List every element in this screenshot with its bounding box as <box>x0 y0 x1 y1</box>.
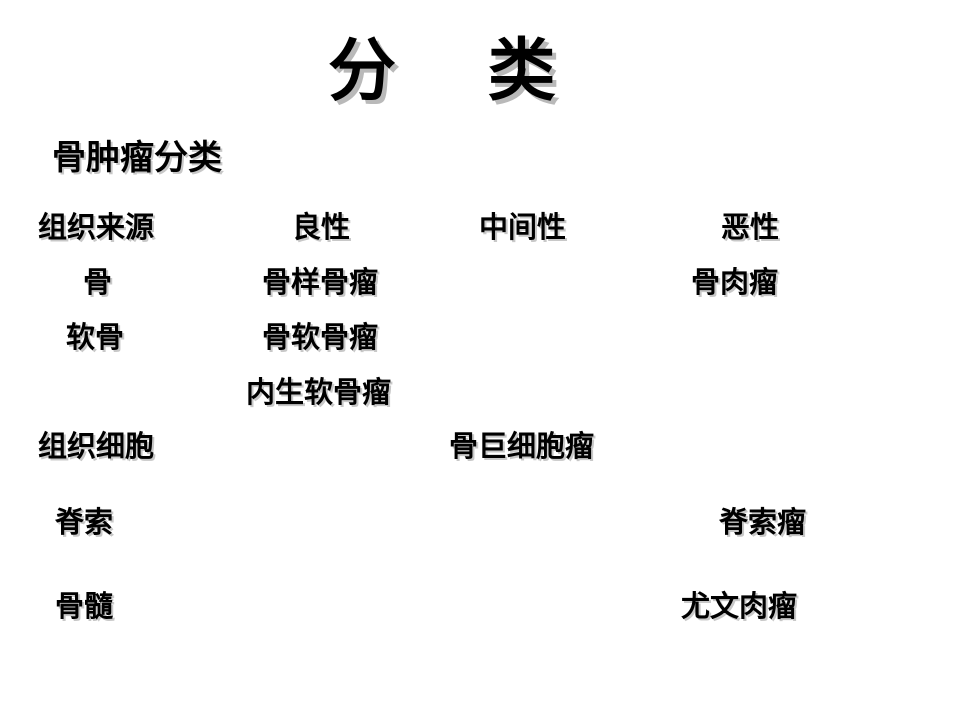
row-marrow-source: 骨髓 <box>55 589 114 623</box>
row-notochord-source: 脊索 <box>55 505 114 539</box>
header-benign: 良性 <box>292 210 351 244</box>
header-malignant: 恶性 <box>721 210 780 244</box>
row-histiocyte-source: 组织细胞 <box>38 429 155 463</box>
header-source: 组织来源 <box>38 210 155 244</box>
row-cartilage-benign: 骨软骨瘤 <box>262 320 379 354</box>
row-marrow-malignant: 尤文肉瘤 <box>681 589 798 623</box>
slide-subtitle: 骨肿瘤分类 <box>52 138 222 178</box>
row-cartilage-source: 软骨 <box>66 320 125 354</box>
row-enchondroma-benign: 内生软骨瘤 <box>246 375 392 409</box>
row-bone-malignant: 骨肉瘤 <box>691 265 779 299</box>
row-notochord-malignant: 脊索瘤 <box>719 505 807 539</box>
row-bone-benign: 骨样骨瘤 <box>262 265 379 299</box>
slide-title: 分 类 <box>328 32 590 111</box>
row-histiocyte-intermediate: 骨巨细胞瘤 <box>449 429 595 463</box>
header-intermediate: 中间性 <box>479 210 567 244</box>
row-bone-source: 骨 <box>83 265 113 299</box>
